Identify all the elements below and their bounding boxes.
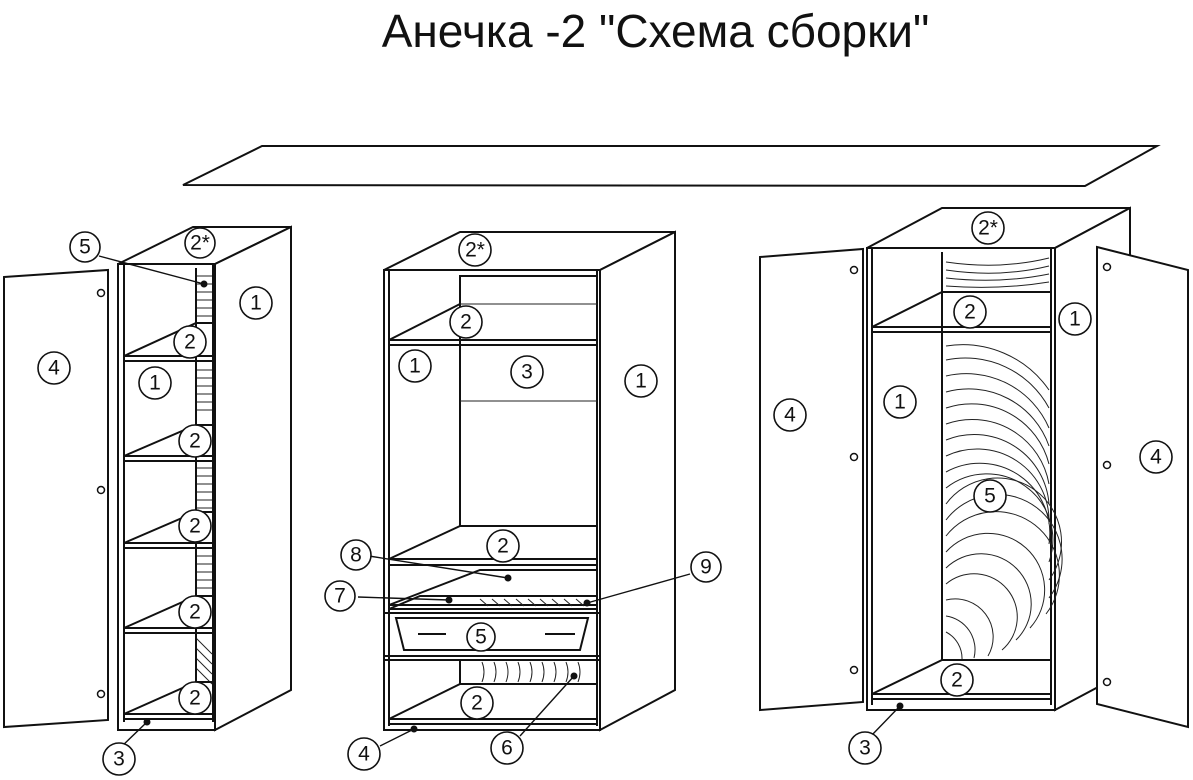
svg-text:2: 2 (471, 692, 483, 715)
callout-right-3: 3 (848, 731, 882, 765)
callout-right-5: 5 (973, 479, 1007, 513)
svg-text:2: 2 (951, 669, 963, 692)
callout-left-3: 3 (102, 742, 136, 776)
callout-left-4: 4 (37, 351, 71, 385)
callout-left-2a: 2 (173, 325, 207, 359)
svg-text:4: 4 (1150, 446, 1162, 469)
middle-cabinet (357, 230, 691, 747)
svg-text:2: 2 (189, 515, 201, 538)
callout-left-2c: 2 (178, 509, 212, 543)
right-left-door (759, 247, 864, 712)
callout-mid-9: 9 (690, 551, 722, 583)
svg-text:2: 2 (184, 331, 196, 354)
callout-mid-7: 7 (324, 580, 356, 612)
callout-left-2d: 2 (178, 595, 212, 629)
svg-text:4: 4 (784, 404, 796, 427)
callout-mid-2c: 2 (460, 686, 494, 720)
callout-mid-1-left: 1 (398, 349, 432, 383)
callout-right-4-left: 4 (773, 398, 807, 432)
callout-right-2top: 2* (971, 211, 1005, 245)
svg-text:1: 1 (635, 370, 647, 393)
middle-drawer-closed (383, 612, 601, 657)
svg-text:2: 2 (189, 687, 201, 710)
svg-text:2: 2 (189, 430, 201, 453)
svg-text:4: 4 (48, 357, 60, 380)
callout-mid-3: 3 (510, 355, 544, 389)
right-right-door (1096, 245, 1189, 729)
svg-text:1: 1 (1069, 308, 1081, 331)
callout-mid-4: 4 (347, 737, 381, 771)
svg-text:1: 1 (250, 292, 262, 315)
svg-text:3: 3 (859, 737, 871, 760)
svg-text:6: 6 (501, 737, 513, 760)
callout-left-2top: 2* (184, 227, 216, 259)
callout-mid-5: 5 (466, 622, 496, 652)
svg-text:2: 2 (497, 535, 509, 558)
svg-text:2: 2 (964, 301, 976, 324)
callout-right-2b: 2 (940, 663, 974, 697)
svg-text:2: 2 (189, 601, 201, 624)
middle-drawer-open (388, 569, 598, 610)
svg-text:4: 4 (358, 743, 370, 766)
callout-left-1-side: 1 (239, 286, 273, 320)
svg-text:2*: 2* (978, 217, 998, 240)
svg-text:2: 2 (460, 311, 472, 334)
page-title: Анечка -2 "Схема сборки" (381, 5, 930, 57)
callout-left-2e: 2 (178, 681, 212, 715)
svg-text:9: 9 (700, 556, 712, 579)
svg-text:7: 7 (334, 585, 346, 608)
svg-text:3: 3 (113, 748, 125, 771)
callout-left-1: 1 (138, 366, 172, 400)
callout-right-1-side: 1 (1058, 302, 1092, 336)
svg-text:1: 1 (409, 355, 421, 378)
callout-mid-1-side: 1 (624, 364, 658, 398)
callout-left-5: 5 (69, 231, 101, 263)
callouts: 5 2* 1 2 4 1 2 2 2 2 3 2* 2 1 3 1 2 8 9 … (37, 211, 1173, 776)
top-panel (182, 145, 1161, 188)
callout-right-2a: 2 (953, 295, 987, 329)
svg-text:5: 5 (984, 485, 996, 508)
callout-left-2b: 2 (178, 424, 212, 458)
svg-text:2*: 2* (190, 232, 210, 255)
svg-text:2*: 2* (465, 239, 485, 262)
callout-mid-2top: 2* (458, 233, 492, 267)
svg-text:8: 8 (350, 544, 362, 567)
callout-right-4-right: 4 (1139, 440, 1173, 474)
callout-mid-6: 6 (490, 731, 524, 765)
svg-text:3: 3 (521, 361, 533, 384)
svg-text:1: 1 (894, 391, 906, 414)
right-cabinet (759, 206, 1189, 738)
callout-mid-2a: 2 (449, 305, 483, 339)
callout-mid-8: 8 (340, 539, 372, 571)
callout-right-1: 1 (883, 385, 917, 419)
svg-text:5: 5 (79, 236, 91, 259)
left-door (3, 268, 109, 729)
svg-text:5: 5 (475, 626, 487, 649)
svg-text:1: 1 (149, 372, 161, 395)
callout-mid-2b: 2 (486, 529, 520, 563)
